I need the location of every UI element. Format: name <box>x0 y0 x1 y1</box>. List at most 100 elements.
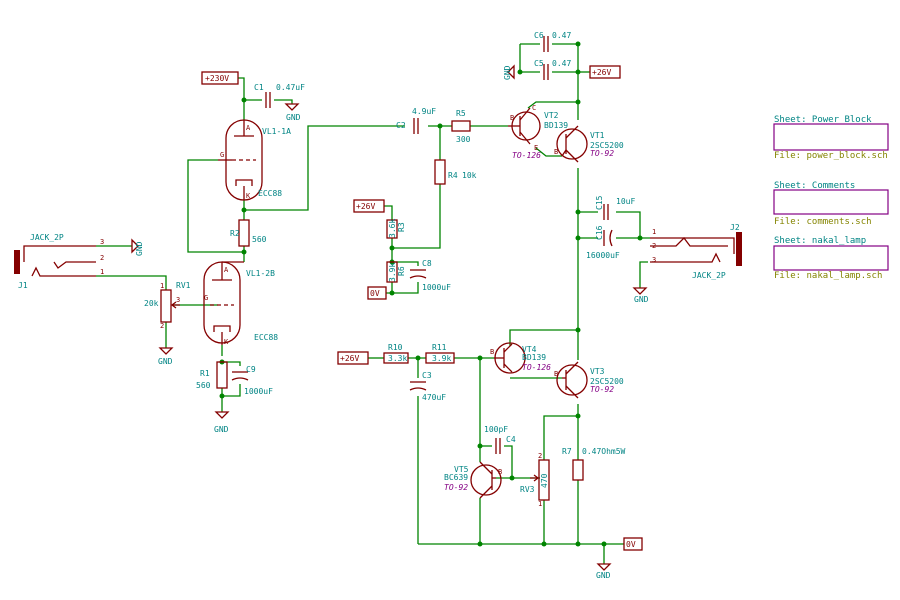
svg-text:C15: C15 <box>595 195 604 210</box>
svg-text:J1: J1 <box>18 281 28 290</box>
capacitor-c2: C2 4.9uF <box>396 107 436 134</box>
svg-text:0.47Ohm5W: 0.47Ohm5W <box>582 447 626 456</box>
svg-text:+26V: +26V <box>340 354 359 363</box>
v26-label-bottom: +26V <box>337 351 369 365</box>
tube-vl1b: A G K VL1-2B ECC88 <box>203 261 278 346</box>
svg-text:R11: R11 <box>432 343 447 352</box>
capacitor-c8: C8 1000uF <box>409 259 451 292</box>
svg-text:1000uF: 1000uF <box>244 387 273 396</box>
svg-text:GND: GND <box>286 113 301 122</box>
tube-vl1a: A G K VL1-1A ECC88 <box>218 119 291 201</box>
capacitor-c1: C1 0.47uF <box>254 83 305 108</box>
svg-text:B: B <box>554 148 558 156</box>
svg-text:C3: C3 <box>422 371 432 380</box>
svg-text:JACK_2P: JACK_2P <box>692 271 726 280</box>
svg-text:G: G <box>220 151 224 159</box>
svg-text:R5: R5 <box>456 109 466 118</box>
svg-text:VL1-2B: VL1-2B <box>246 269 275 278</box>
svg-text:File: nakal_lamp.sch: File: nakal_lamp.sch <box>774 271 882 281</box>
svg-text:300: 300 <box>456 135 471 144</box>
transistor-vt5: B VT5 BC639 TO-92 <box>444 461 502 499</box>
capacitor-c6: C6 0.47 <box>534 31 571 52</box>
svg-text:0.47uF: 0.47uF <box>276 83 305 92</box>
svg-text:3: 3 <box>652 256 656 264</box>
svg-text:GND: GND <box>634 295 649 304</box>
resistor-r2: R2 560 <box>230 219 267 247</box>
svg-text:TO-92: TO-92 <box>590 385 614 394</box>
svg-text:GND: GND <box>503 65 512 80</box>
svg-text:C6: C6 <box>534 31 544 40</box>
svg-text:Sheet: Power Block: Sheet: Power Block <box>774 115 872 125</box>
svg-text:B: B <box>490 348 494 356</box>
svg-text:100pF: 100pF <box>484 425 508 434</box>
svg-text:B: B <box>498 468 502 476</box>
svg-text:10k: 10k <box>462 171 477 180</box>
capacitor-c4: 100pF C4 <box>484 425 516 454</box>
svg-text:0.47: 0.47 <box>552 31 571 40</box>
svg-text:VL1-1A: VL1-1A <box>262 127 291 136</box>
svg-text:R4: R4 <box>448 171 458 180</box>
resistor-r10: R10 3.3k <box>383 343 409 364</box>
v26-label-left: +26V <box>353 199 385 213</box>
svg-text:File: power_block.sch: File: power_block.sch <box>774 151 888 161</box>
resistor-r3: R3 3.6k <box>386 219 406 239</box>
svg-text:J2: J2 <box>730 223 740 232</box>
svg-text:TO-92: TO-92 <box>590 149 614 158</box>
svg-text:C5: C5 <box>534 59 544 68</box>
svg-text:Sheet: Comments: Sheet: Comments <box>774 181 855 191</box>
hv-label: +230V <box>201 71 239 85</box>
svg-text:+230V: +230V <box>205 74 229 83</box>
svg-text:3.3k: 3.3k <box>388 354 407 363</box>
svg-text:470: 470 <box>540 473 549 488</box>
jack-j2: 1 2 3 J2 JACK_2P <box>650 223 742 280</box>
svg-text:R3: R3 <box>397 222 406 232</box>
resistor-r1: R1 560 <box>196 361 228 390</box>
transistor-vt2: B C E VT2 BD139 TO-126 <box>508 104 568 160</box>
svg-text:1: 1 <box>652 228 656 236</box>
svg-text:1: 1 <box>538 500 542 508</box>
potentiometer-rv3: 2 1 470 RV3 <box>520 452 550 508</box>
svg-text:BD139: BD139 <box>544 121 568 130</box>
svg-text:+26V: +26V <box>356 202 375 211</box>
svg-text:16000uF: 16000uF <box>586 251 620 260</box>
resistor-r11: R11 3.9k <box>425 343 455 364</box>
transistor-vt4: B VT4 BD139 TO-126 <box>490 342 551 374</box>
resistor-r6: R6 3.9k <box>386 261 406 283</box>
svg-text:0V: 0V <box>370 289 380 298</box>
svg-text:RV1: RV1 <box>176 281 191 290</box>
svg-text:3.9k: 3.9k <box>388 263 397 282</box>
sheet-power-block[interactable]: Sheet: Power Block File: power_block.sch <box>773 115 889 161</box>
svg-text:2: 2 <box>652 242 656 250</box>
svg-text:3: 3 <box>100 238 104 246</box>
gnd-symbol-bottom: GND <box>596 563 612 580</box>
svg-text:VT2: VT2 <box>544 111 559 120</box>
svg-text:File: comments.sch: File: comments.sch <box>774 217 872 227</box>
sheet-comments[interactable]: Sheet: Comments File: comments.sch <box>773 181 889 227</box>
gnd-symbol-j2: GND <box>632 287 649 304</box>
svg-text:B: B <box>510 114 514 122</box>
svg-text:GND: GND <box>596 571 611 580</box>
svg-text:C16: C16 <box>595 225 604 240</box>
svg-text:1: 1 <box>100 268 104 276</box>
potentiometer-rv1: 1 2 3 RV1 20k <box>144 281 191 330</box>
zero-volt-label-left: 0V <box>367 286 387 300</box>
sheet-nakal-lamp[interactable]: Sheet: nakal_lamp File: nakal_lamp.sch <box>773 236 889 281</box>
capacitor-c16: C16 16000uF <box>586 225 620 260</box>
gnd-symbol-c1: GND <box>284 103 301 122</box>
svg-text:TO-126: TO-126 <box>522 363 551 372</box>
svg-text:R7: R7 <box>562 447 572 456</box>
svg-text:JACK_2P: JACK_2P <box>30 233 64 242</box>
svg-text:2: 2 <box>100 254 104 262</box>
svg-text:560: 560 <box>252 235 267 244</box>
svg-text:R2: R2 <box>230 229 240 238</box>
svg-text:RV3: RV3 <box>520 485 535 494</box>
svg-text:+26V: +26V <box>592 68 611 77</box>
svg-text:VT3: VT3 <box>590 367 605 376</box>
svg-text:C9: C9 <box>246 365 256 374</box>
v26-label-top: +26V <box>589 65 621 79</box>
gnd-symbol-j1: GND <box>131 238 144 256</box>
svg-text:C: C <box>532 104 536 112</box>
svg-text:2SC5200: 2SC5200 <box>590 141 624 150</box>
svg-text:C4: C4 <box>506 435 516 444</box>
svg-text:BD139: BD139 <box>522 353 546 362</box>
